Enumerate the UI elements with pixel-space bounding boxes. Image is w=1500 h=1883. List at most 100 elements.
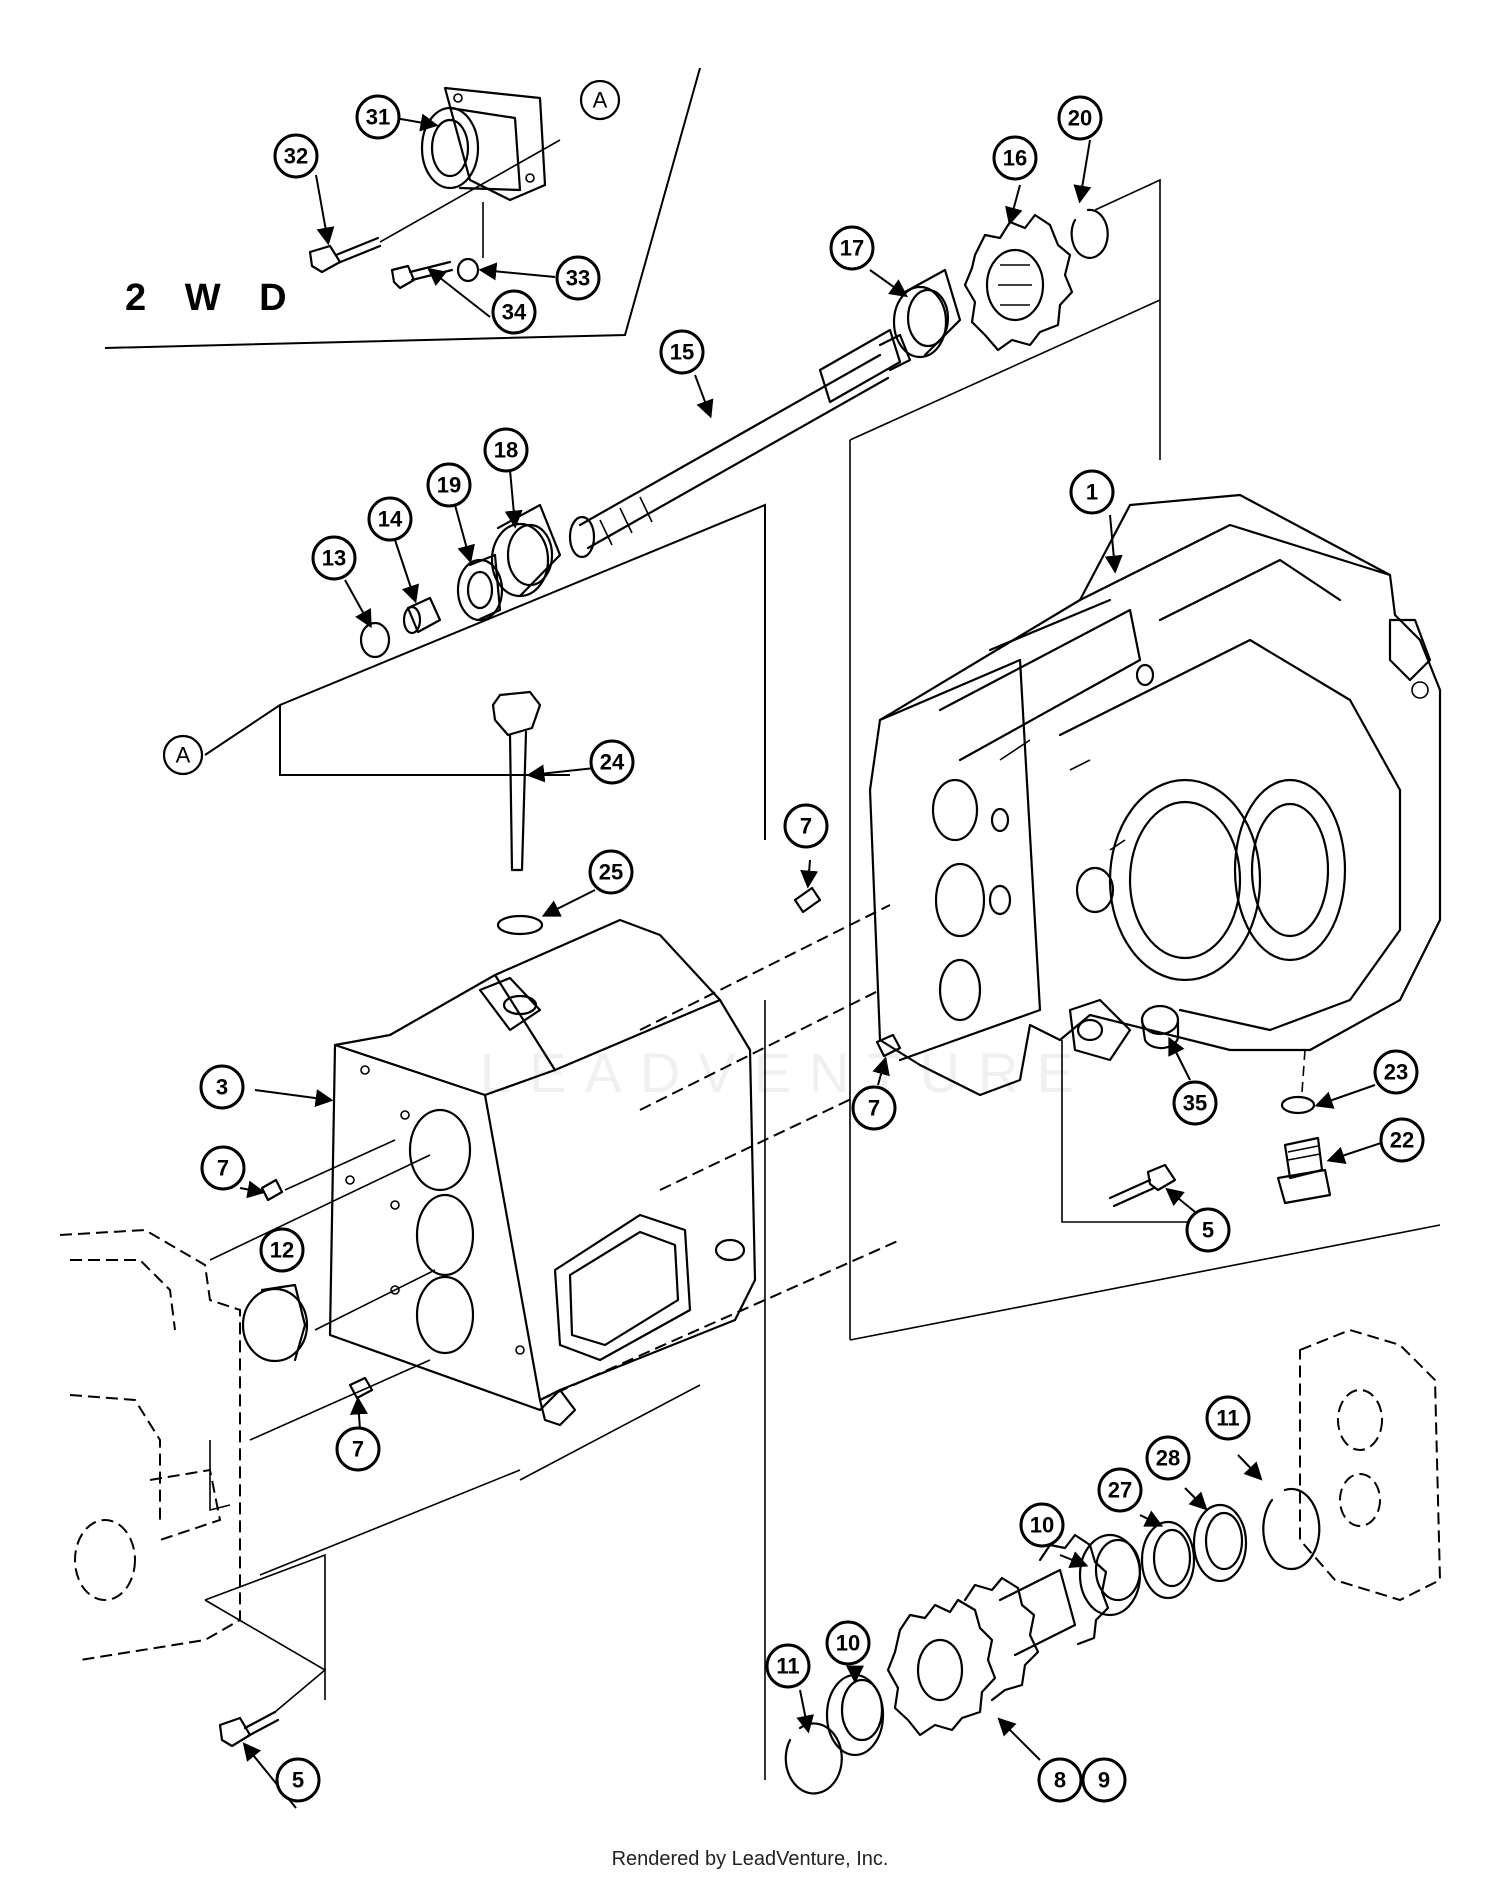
callout-circle [1172, 1080, 1218, 1126]
callout-22: 22 [1379, 1117, 1425, 1163]
callout-number: 7 [352, 1437, 364, 1462]
part-5-bolt-right [1108, 1163, 1177, 1208]
part-23-washer [1280, 1095, 1316, 1115]
part-8-gear [886, 1533, 1110, 1737]
part-33-washer [456, 257, 480, 283]
callout-32: 32 [273, 133, 319, 179]
callout-number: 35 [1183, 1091, 1207, 1116]
leader-lines [239, 113, 1391, 1809]
callout-number: 1 [1086, 480, 1098, 505]
callout-24: 24 [589, 739, 635, 785]
callout-8: 8 [1037, 1757, 1083, 1803]
callout-number: 7 [868, 1096, 880, 1121]
callout-17: 17 [829, 225, 875, 271]
callout-5: 5 [275, 1757, 321, 1803]
callout-circle [783, 803, 829, 849]
callout-10: 10 [1019, 1502, 1065, 1548]
callout-number: 31 [366, 105, 390, 130]
callout-circle [355, 94, 401, 140]
callout-number: 11 [1216, 1406, 1239, 1431]
part-25-o-ring [496, 914, 544, 936]
callout-circle [273, 133, 319, 179]
callout-number: 32 [284, 144, 308, 169]
callout-circle [659, 329, 705, 375]
callout-number: 5 [1202, 1218, 1214, 1243]
callout-19: 19 [426, 462, 472, 508]
part-34-bolt [390, 260, 454, 290]
callout-18: 18 [483, 427, 529, 473]
callout-circle [1037, 1757, 1083, 1803]
callout-number: 7 [800, 814, 812, 839]
callout-number: 20 [1068, 106, 1092, 131]
callout-number: 8 [1054, 1768, 1066, 1793]
part-10-bearing-upper [1078, 1533, 1142, 1617]
callout-number: 12 [270, 1238, 294, 1263]
ghost-engine-outline [59, 1228, 241, 1661]
callout-number: 27 [1108, 1478, 1132, 1503]
ghost-rear-outline [1299, 1328, 1442, 1602]
callout-number: 5 [292, 1768, 304, 1793]
callout-31: 31 [355, 94, 401, 140]
callout-number: 7 [217, 1156, 229, 1181]
callout-25: 25 [588, 849, 634, 895]
callout-circle [1057, 95, 1103, 141]
callout-circle [1069, 469, 1115, 515]
callout-7: 7 [851, 1085, 897, 1131]
part-12-cap [241, 1283, 309, 1363]
callout-circle [426, 462, 472, 508]
footer-credit: Rendered by LeadVenture, Inc. [611, 1848, 889, 1870]
callout-number: 14 [378, 507, 403, 532]
callout-number: 16 [1003, 146, 1027, 171]
callout-34: 34 [491, 289, 537, 335]
callout-circle [1373, 1049, 1419, 1095]
reference-a-top: A [579, 79, 621, 121]
callout-circle [367, 496, 413, 542]
callout-3: 3 [199, 1064, 245, 1110]
input-shaft-assembly [359, 178, 1161, 659]
callout-28: 28 [1145, 1435, 1191, 1481]
callout-number: 24 [600, 750, 625, 775]
part-24-dipstick [491, 690, 542, 872]
callout-20: 20 [1057, 95, 1103, 141]
callout-number: 25 [599, 860, 623, 885]
callout-number: 15 [670, 340, 694, 365]
part-13-cap [359, 621, 391, 659]
callout-circle [491, 289, 537, 335]
callout-number: 19 [437, 473, 461, 498]
callout-number: 10 [836, 1631, 860, 1656]
callout-35: 35 [1172, 1080, 1218, 1126]
callout-circle [311, 535, 357, 581]
callout-13: 13 [311, 535, 357, 581]
callout-circle [483, 427, 529, 473]
callout-circle [259, 1227, 305, 1273]
part-3-front-housing [328, 918, 757, 1427]
callout-5: 5 [1185, 1207, 1231, 1253]
callout-7: 7 [783, 803, 829, 849]
svg-text:A: A [176, 743, 191, 768]
part-19-oil-seal [456, 553, 504, 622]
callout-circle [589, 739, 635, 785]
callout-1: 1 [1069, 469, 1115, 515]
alignment-lines [204, 904, 901, 1700]
callout-circle [1019, 1502, 1065, 1548]
callout-circle [1097, 1467, 1143, 1513]
callout-number: 9 [1098, 1768, 1110, 1793]
callout-9: 9 [1081, 1757, 1127, 1803]
callout-group: 31 32 33 34 20 16 17 15 18 19 14 13 1 24 25 7 7 3 7 12 7 35 23… [199, 94, 1425, 1803]
callout-12: 12 [259, 1227, 305, 1273]
reference-line-a [204, 299, 1441, 1780]
callout-27: 27 [1097, 1467, 1143, 1513]
callout-number: 23 [1384, 1060, 1408, 1085]
callout-circle [992, 135, 1038, 181]
callout-circle [1185, 1207, 1231, 1253]
part-27-shim [1140, 1520, 1196, 1600]
callout-circle [335, 1426, 381, 1472]
callout-number: 34 [502, 300, 527, 325]
callout-circle [200, 1145, 246, 1191]
callout-33: 33 [555, 255, 601, 301]
callout-circle [829, 225, 875, 271]
callout-15: 15 [659, 329, 705, 375]
part-1-transmission-case [868, 493, 1442, 1097]
callout-circle [1145, 1435, 1191, 1481]
